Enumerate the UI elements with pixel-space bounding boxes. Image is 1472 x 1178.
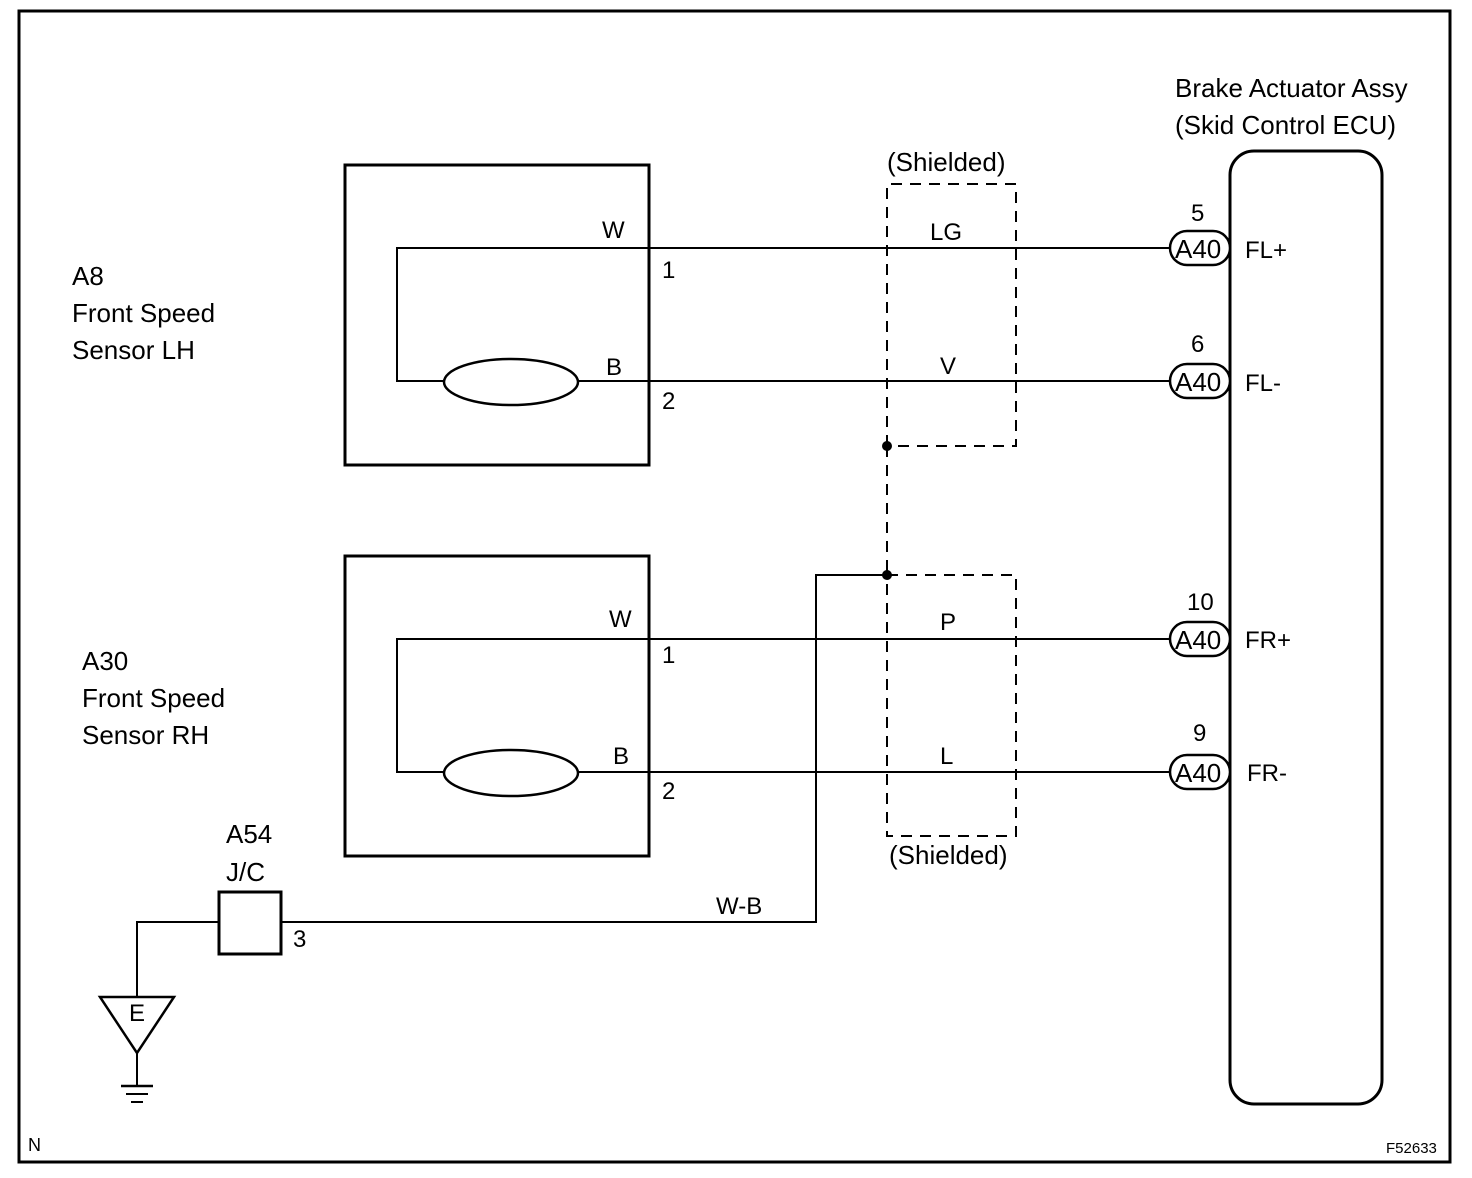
diagram-frame [17,9,1452,1164]
figure-id: F52633 [1386,1140,1437,1157]
junction-type: J/C [226,857,265,887]
wire-fr-plus-color: P [940,609,956,636]
sensor-lh-name-line2: Sensor LH [72,335,195,365]
ecu-terminal-fl-minus: FL- [1245,370,1281,397]
ecu-connector-fl-plus-code: A40 [1175,234,1221,264]
ground-icon [97,995,177,1103]
ecu-connector-fl-plus-pin: 5 [1191,200,1204,227]
sensor-rh: A30 Front Speed Sensor RH W B 1 2 [82,554,675,858]
ecu-box [1228,149,1384,1106]
sensor-rh-pin-bottom: 2 [662,778,675,805]
sensor-rh-box [343,554,651,858]
sensor-lh-pin-top: 1 [662,257,675,284]
ecu-connector-fl-minus-code: A40 [1175,367,1221,397]
wire-fl-minus-color: V [940,353,956,380]
sensor-rh-coil-wire [396,638,649,773]
shield-top: (Shielded) [886,147,1017,447]
junction-connector-box [217,890,283,956]
ecu-title-line1: Brake Actuator Assy [1175,73,1408,103]
sensor-rh-coil-icon [442,748,580,798]
ecu-connector-fr-minus-code: A40 [1175,758,1221,788]
sensor-rh-name-line2: Sensor RH [82,720,209,750]
sensor-lh-code: A8 [72,261,104,291]
shield-junction-dot-top [882,441,892,451]
wire-ground-wb [281,574,887,923]
sensor-rh-code: A30 [82,646,128,676]
shield-top-label: (Shielded) [887,147,1006,177]
ecu-connector-fl-minus-pin: 6 [1191,331,1204,358]
ground-label: E [129,1000,145,1027]
sensor-lh-wire-bottom: B [606,354,622,381]
sensor-rh-wire-top: W [609,606,632,633]
ecu-connector-fr-minus: A40 9 FR- [1168,720,1287,791]
sensor-rh-name-line1: Front Speed [82,683,225,713]
sensor-rh-pin-top: 1 [662,642,675,669]
shield-bottom: (Shielded) [886,574,1017,870]
ecu-connector-fr-plus-code: A40 [1175,625,1221,655]
ecu-title-line2: (Skid Control ECU) [1175,110,1396,140]
junction-code: A54 [226,819,272,849]
ecu-terminal-fr-plus: FR+ [1245,627,1291,654]
ecu-connector-fl-minus: A40 6 FL- [1168,331,1281,400]
ecu-connector-fl-plus: A40 5 FL+ [1168,200,1287,267]
sensor-lh-coil-wire [396,247,649,382]
ecu-connector-fr-plus-pin: 10 [1187,589,1214,616]
sensor-lh: A8 Front Speed Sensor LH W B 1 2 [72,163,675,467]
shield-bottom-label: (Shielded) [889,840,1008,870]
ecu-terminal-fl-plus: FL+ [1245,237,1287,264]
sensor-lh-pin-bottom: 2 [662,388,675,415]
sensor-lh-wire-top: W [602,217,625,244]
ecu-connector-fr-plus: A40 10 FR+ [1168,589,1291,658]
sensor-lh-box [343,163,651,467]
sensor-lh-name-line1: Front Speed [72,298,215,328]
wire-fr-minus-color: L [940,743,953,770]
corner-label: N [28,1135,41,1155]
junction-pin: 3 [293,926,306,953]
wire-fl-plus-color: LG [930,219,962,246]
junction-to-ground-wire [136,921,219,997]
wire-ground-wb-color: W-B [716,893,762,920]
sensor-rh-wire-bottom: B [613,743,629,770]
ecu-terminal-fr-minus: FR- [1247,760,1287,787]
ecu-connector-fr-minus-pin: 9 [1193,720,1206,747]
sensor-lh-coil-icon [442,357,580,407]
